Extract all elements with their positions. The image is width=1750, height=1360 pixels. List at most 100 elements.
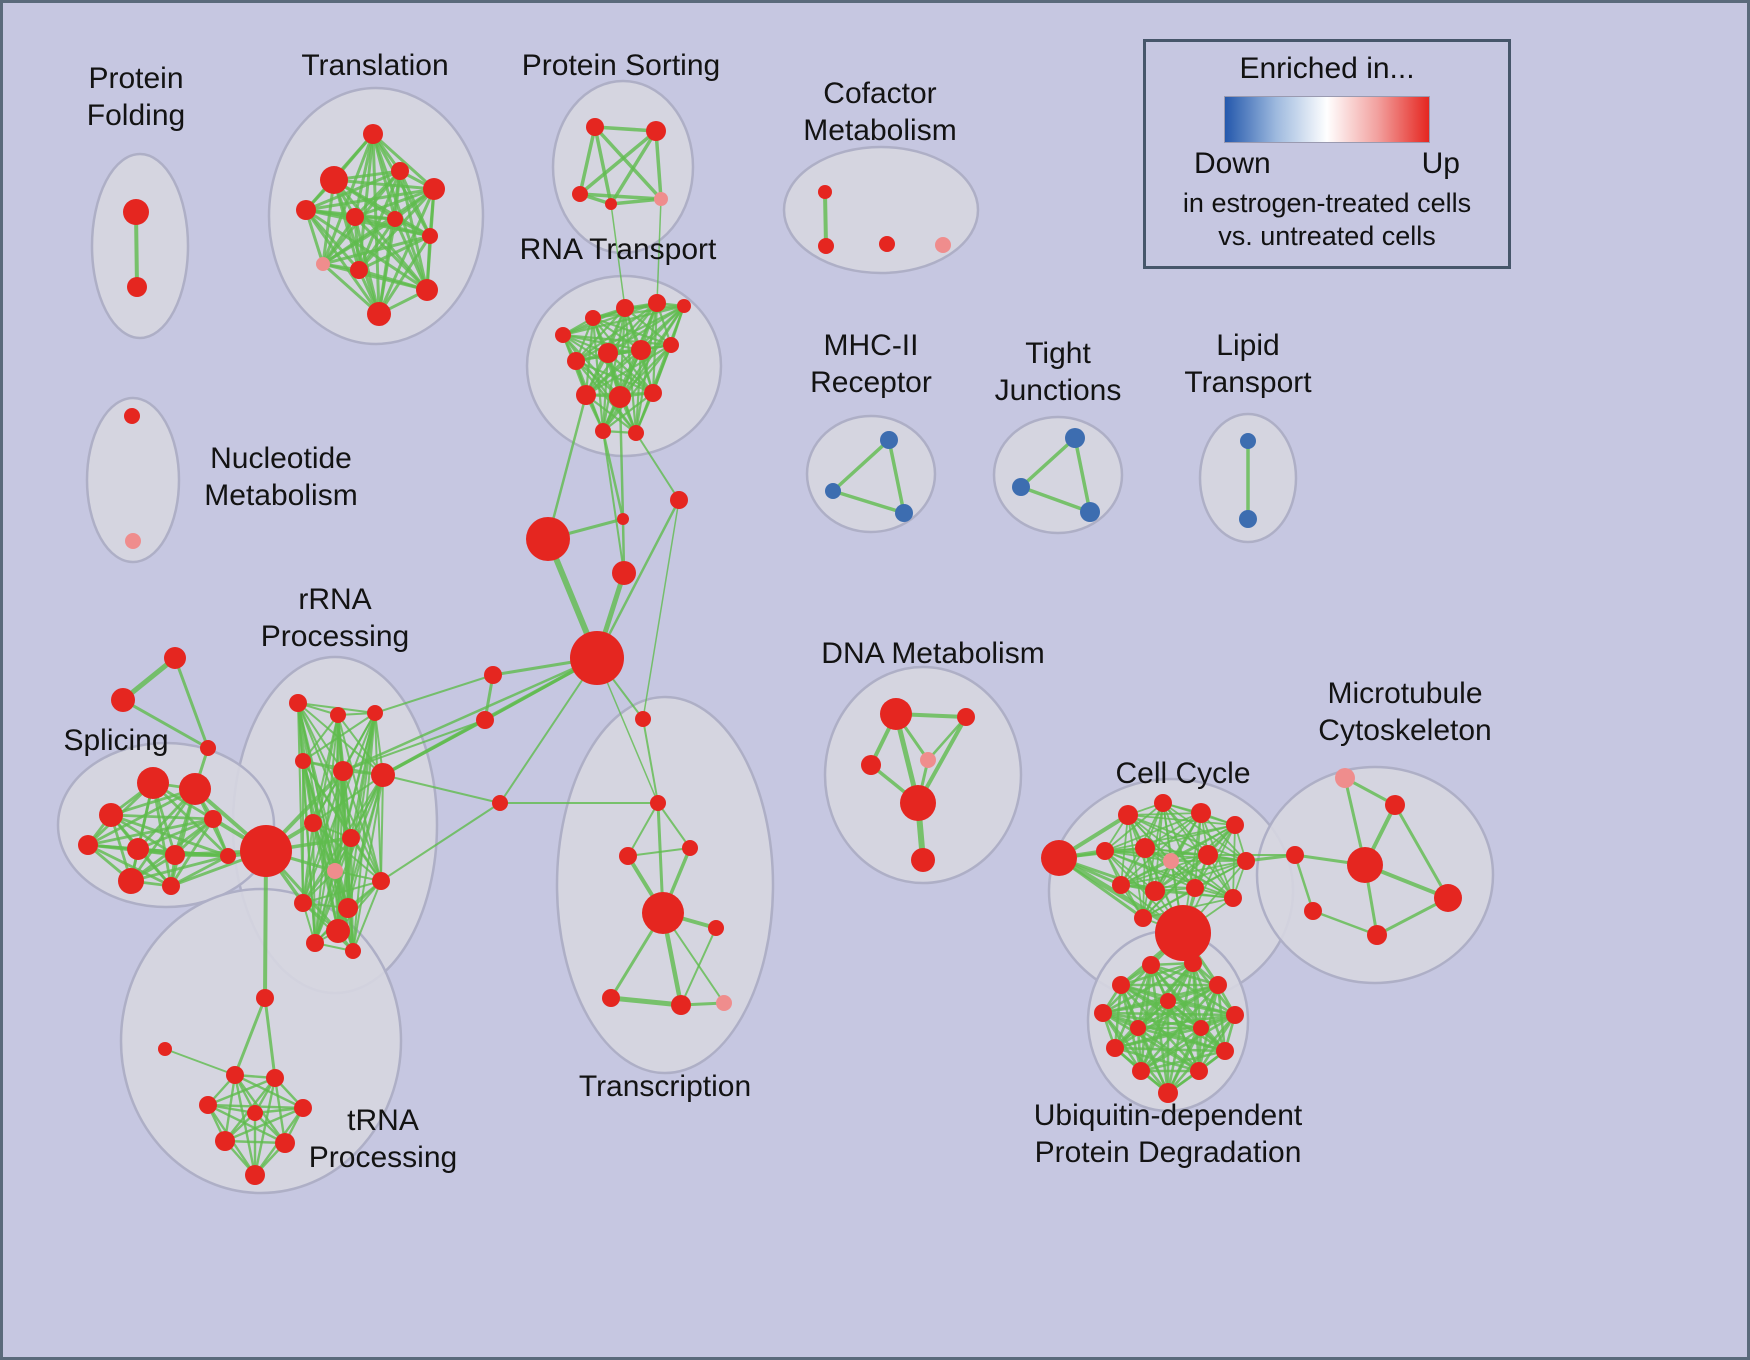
node-d3 xyxy=(861,755,881,775)
node-rt11 xyxy=(644,384,662,402)
node-rt2 xyxy=(616,299,634,317)
edge xyxy=(304,208,381,316)
node-tr4 xyxy=(423,178,445,200)
edge xyxy=(656,198,662,304)
edge xyxy=(1113,983,1220,1050)
cluster-ellipse-mhc-ii-receptor xyxy=(805,414,937,534)
node-m1 xyxy=(1385,795,1405,815)
node-u1 xyxy=(1184,954,1202,972)
node-cc5 xyxy=(1096,842,1114,860)
node-t5 xyxy=(708,920,724,936)
edge xyxy=(302,712,376,904)
cluster-ellipse-trna-processing xyxy=(119,887,403,1195)
edge xyxy=(169,854,230,888)
node-s4 xyxy=(127,838,149,860)
node-x2 xyxy=(526,517,570,561)
edge xyxy=(887,438,906,515)
node-u12 xyxy=(1190,1062,1208,1080)
node-u10 xyxy=(1216,1042,1234,1060)
edge xyxy=(206,1103,287,1145)
node-b0 xyxy=(484,666,502,684)
edge xyxy=(86,817,215,847)
node-k0 xyxy=(256,989,274,1007)
edge xyxy=(302,880,382,904)
cluster-label-nucleotide-metabolism: Nucleotide xyxy=(210,442,352,475)
edge xyxy=(206,1076,277,1107)
node-tr6 xyxy=(387,211,403,227)
edge xyxy=(302,822,314,904)
cluster-label-transcription: Transcription xyxy=(579,1070,751,1103)
cluster-label-mhc-ii-receptor: MHC-II xyxy=(824,329,919,362)
node-cc13 xyxy=(1155,905,1211,961)
node-s3 xyxy=(78,835,98,855)
edge xyxy=(380,802,501,882)
edge xyxy=(314,837,352,944)
node-r1 xyxy=(330,707,346,723)
edge xyxy=(377,217,397,316)
node-u13 xyxy=(1158,1083,1178,1103)
edge xyxy=(546,393,588,541)
cluster-ellipse-tight-junctions xyxy=(992,415,1124,535)
edge xyxy=(593,125,658,133)
cluster-label-protein-folding: Protein xyxy=(88,62,183,95)
node-m6 xyxy=(1304,902,1322,920)
edge xyxy=(341,656,599,773)
node-f2 xyxy=(200,740,216,756)
node-m0 xyxy=(1335,768,1355,788)
edge xyxy=(595,498,681,660)
edge xyxy=(1136,1026,1170,1095)
edge xyxy=(609,197,663,206)
edge xyxy=(302,770,344,904)
node-tj2 xyxy=(1080,502,1100,522)
edge xyxy=(574,304,686,363)
edge xyxy=(332,178,429,292)
node-mh2 xyxy=(895,504,913,522)
edge xyxy=(1191,961,1201,1073)
edge xyxy=(680,927,717,1006)
cluster-label-cofactor-metabolism: Cofactor xyxy=(823,77,936,110)
node-tr5 xyxy=(346,208,364,226)
edge xyxy=(321,132,375,266)
edge xyxy=(1393,803,1450,900)
edge xyxy=(393,217,429,292)
node-d4 xyxy=(900,785,936,821)
edge xyxy=(312,770,344,824)
node-k9 xyxy=(245,1165,265,1185)
node-s5 xyxy=(165,845,185,865)
edge xyxy=(606,304,686,355)
legend-gradient-bar xyxy=(1224,96,1430,143)
node-k6 xyxy=(215,1131,235,1151)
node-rt1 xyxy=(585,310,601,326)
node-r6 xyxy=(304,814,322,832)
edge xyxy=(1142,847,1146,919)
edge xyxy=(1113,1046,1227,1053)
node-nm1 xyxy=(125,533,141,549)
node-tr7 xyxy=(422,228,438,244)
node-rt12 xyxy=(595,423,611,439)
edge xyxy=(1119,961,1195,987)
node-f0 xyxy=(164,647,186,669)
node-r7 xyxy=(342,829,360,847)
edge xyxy=(608,995,684,1008)
node-s2 xyxy=(99,803,123,827)
node-u8 xyxy=(1193,1020,1209,1036)
edge xyxy=(321,262,381,316)
legend-endpoint-labels: Down Up xyxy=(1194,147,1460,181)
cluster-label-cofactor-metabolism: Metabolism xyxy=(803,114,956,147)
node-rt13 xyxy=(628,425,644,441)
cluster-label-protein-sorting: Protein Sorting xyxy=(522,49,720,82)
edge xyxy=(109,813,215,821)
cluster-label-rrna-processing: rRNA xyxy=(298,583,371,616)
edge xyxy=(1136,1013,1237,1030)
node-x3 xyxy=(612,561,636,585)
edge xyxy=(627,802,659,857)
edge xyxy=(357,187,436,272)
edge xyxy=(627,847,691,857)
cluster-label-lipid-transport: Lipid xyxy=(1216,329,1279,362)
node-s1 xyxy=(179,773,211,805)
cluster-label-cell-cycle: Cell Cycle xyxy=(1115,757,1250,790)
edge xyxy=(642,499,680,720)
node-r3 xyxy=(295,753,311,769)
edge xyxy=(1101,999,1170,1015)
edge xyxy=(233,996,267,1077)
